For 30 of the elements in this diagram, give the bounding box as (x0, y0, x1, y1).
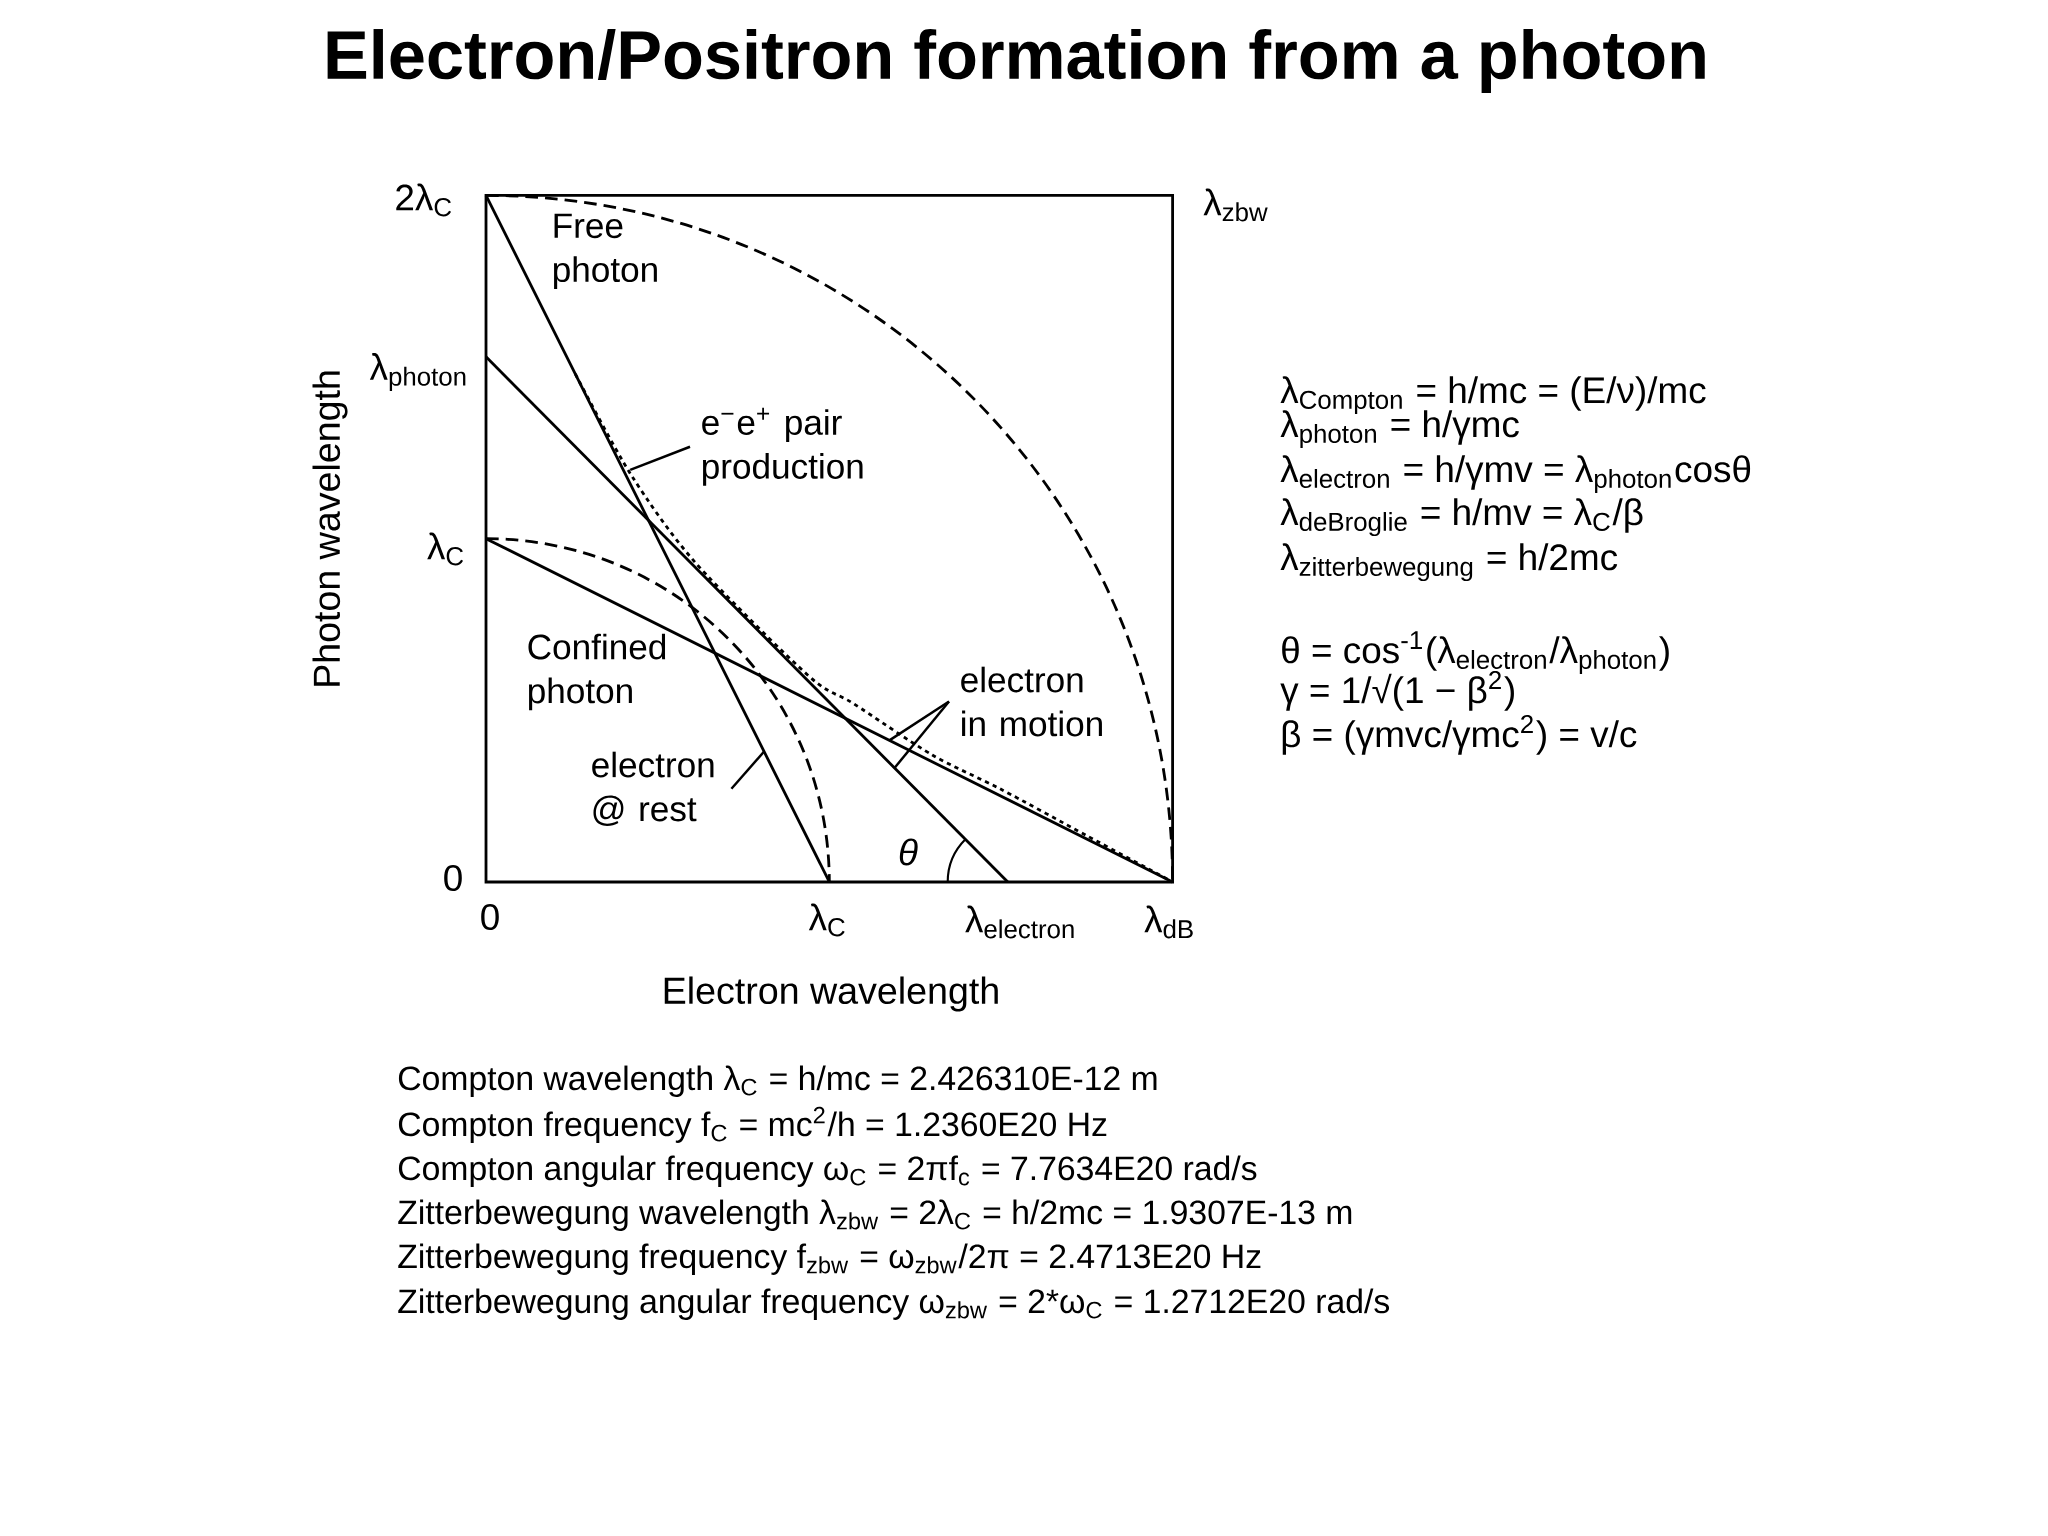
axis-title: Photon wavelength (312, 371, 348, 686)
leader-line (629, 445, 691, 472)
axis-tick-label: 0 (444, 864, 462, 892)
axis-tick-label: λ$_{electron}$ (965, 905, 1074, 939)
equation: Compton frequency f$_{C}$ = mc$^{2}$/h = 1.2360E20 Hz (398, 1106, 1107, 1143)
equation: λ$_{electron}$ = h/γmv = λ$_{photon}$cosθ (1280, 455, 1751, 494)
annotation-text: electron @ rest (592, 751, 714, 826)
equation: Compton wavelength λ$_{C}$ = h/mc = 2.426310E-12 m (398, 1065, 1157, 1097)
axis-tick-label: λ$_{C}$ (427, 532, 464, 566)
equation: Zitterbewegung angular frequency ω$_{zbw}$ = 2*ω$_{C}$ = 1.2712E20 rad/s (398, 1288, 1390, 1320)
axis-tick-label: λ$_{C}$ (808, 903, 845, 937)
axis-tick-label: 2λ$_{C}$ (396, 183, 452, 217)
annotation-text: e$^{−}$e$^{+}$ pair production (702, 407, 863, 486)
leader-line (893, 700, 950, 769)
axis-title: Electron wavelength (664, 976, 998, 1012)
region-label: Free photon (553, 213, 657, 290)
title: Electron/Positron formation from a photon (327, 29, 1705, 93)
axis-tick-label: λ$_{photon}$ (369, 353, 466, 391)
equation: β = (γmvc/γmc$^{2}$) = v/c (1282, 715, 1637, 755)
region-label: Confined photon (528, 633, 666, 711)
angle-label: θ (899, 838, 918, 866)
axis-tick-label: λ$_{dB}$ (1144, 905, 1193, 939)
equation: Zitterbewegung frequency f$_{zbw}$ = ω$_{zbw}$/2π = 2.4713E20 Hz (398, 1243, 1261, 1275)
axis-tick-label: λ$_{zbw}$ (1203, 188, 1268, 222)
equation: Compton angular frequency ω$_{C}$ = 2πf$_{c}$ = 7.7634E20 rad/s (398, 1155, 1257, 1187)
leader-line (888, 700, 950, 742)
axis-tick-label: 0 (481, 903, 499, 931)
annotation-text: electron in motion (961, 666, 1102, 737)
equation: Zitterbewegung wavelength λ$_{zbw}$ = 2λ$_{C}$ = h/2mc = 1.9307E-13 m (398, 1199, 1352, 1231)
leader-line (730, 750, 766, 790)
